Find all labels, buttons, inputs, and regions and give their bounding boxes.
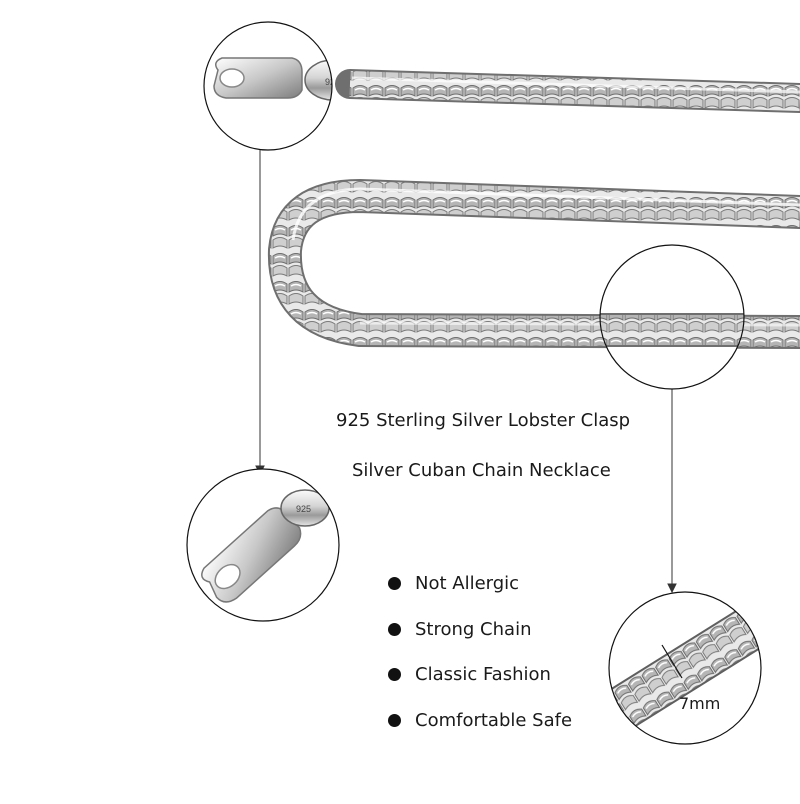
feature-label: Classic Fashion bbox=[415, 663, 551, 685]
feature-label: Not Allergic bbox=[415, 572, 520, 594]
clasp-stamp-text: 925 bbox=[325, 77, 340, 87]
bullet-icon bbox=[388, 622, 401, 636]
top-chain-strand bbox=[335, 69, 800, 113]
feature-label: Strong Chain bbox=[415, 618, 532, 640]
main-chain-loop bbox=[267, 178, 800, 349]
clasp-detail-circle-top: 925 bbox=[203, 21, 340, 151]
bullet-icon bbox=[388, 713, 401, 727]
width-detail-circle bbox=[608, 591, 762, 745]
feature-item: Not Allergic bbox=[388, 570, 519, 596]
feature-item: Strong Chain bbox=[388, 616, 531, 642]
clasp-stamp-text-bottom: 925 bbox=[296, 504, 311, 514]
product-title-line-1: 925 Sterling Silver Lobster Clasp bbox=[336, 410, 631, 431]
feature-label: Comfortable Safe bbox=[415, 709, 573, 731]
bullet-icon bbox=[388, 667, 401, 681]
callout-lines bbox=[255, 150, 677, 594]
clasp-detail-circle-bottom: 925 bbox=[186, 468, 340, 622]
feature-item: Classic Fashion bbox=[388, 661, 551, 687]
chain-detail-circle-right bbox=[599, 244, 745, 390]
bullet-icon bbox=[388, 576, 401, 590]
product-title-line-2: Silver Cuban Chain Necklace bbox=[352, 460, 611, 481]
width-measurement: 7mm bbox=[679, 694, 721, 713]
feature-item: Comfortable Safe bbox=[388, 707, 572, 733]
